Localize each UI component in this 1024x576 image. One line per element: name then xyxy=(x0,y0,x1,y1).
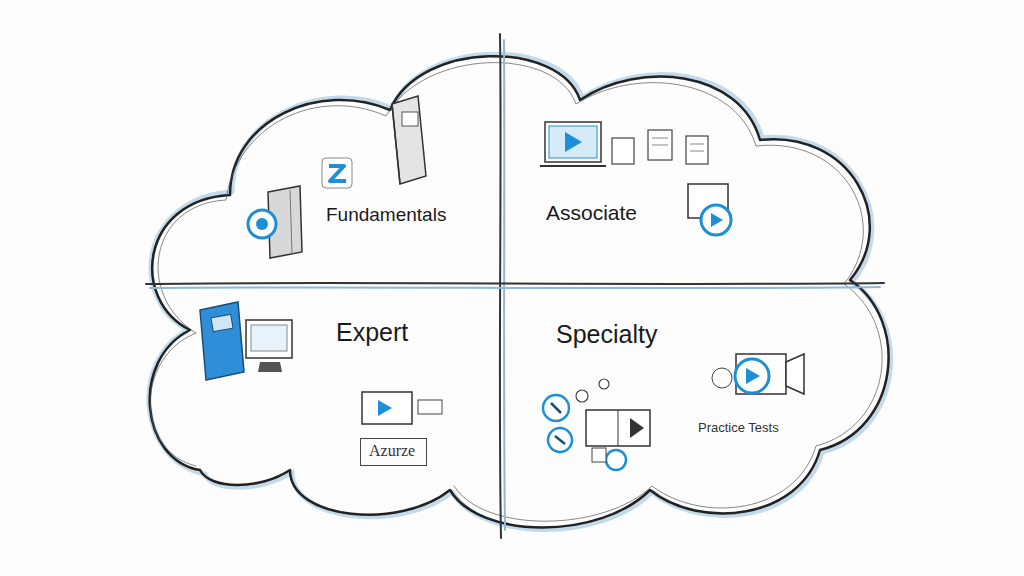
tier-region: Fundamentals xyxy=(200,100,490,280)
server-icon xyxy=(248,186,302,258)
product-box: Azurze xyxy=(360,438,427,466)
video-icon xyxy=(540,122,606,166)
camera-icon xyxy=(712,354,804,394)
divider-line xyxy=(146,283,884,284)
divider-line xyxy=(150,287,880,288)
tier-region: Specialty xyxy=(510,290,840,490)
tier-title: Expert xyxy=(336,318,490,347)
tier-title: Associate xyxy=(546,201,840,225)
document-icon xyxy=(612,130,708,164)
azure-symbol xyxy=(322,158,352,188)
book-icon xyxy=(392,96,426,184)
tier-title: Specialty xyxy=(556,320,840,349)
cloud-outline xyxy=(150,56,889,527)
book-icon xyxy=(200,302,244,380)
box-label: Azurze xyxy=(369,442,418,460)
tier-region: Associate xyxy=(510,100,840,280)
divider-line xyxy=(500,34,501,538)
video-icon xyxy=(586,410,650,462)
caption-label: Practice Tests xyxy=(698,420,779,435)
cloud-outline xyxy=(150,63,882,522)
cloud-outline xyxy=(149,54,891,529)
tier-region: ExpertAzurze xyxy=(200,290,490,490)
divider-line xyxy=(504,40,505,530)
monitor-icon xyxy=(688,184,731,235)
tier-title: Fundamentals xyxy=(326,204,490,226)
video-icon xyxy=(362,392,442,424)
monitor-icon xyxy=(246,320,292,372)
